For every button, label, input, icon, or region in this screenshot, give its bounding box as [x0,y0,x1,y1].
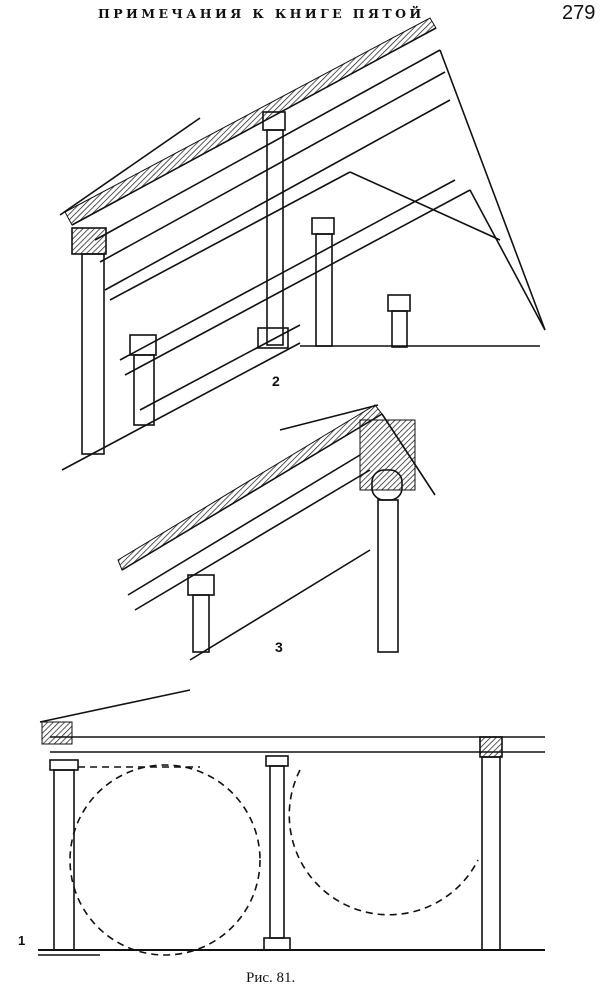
figure-1-elevation [38,689,545,956]
page-number: 279 [562,2,596,24]
figure-3-perspective-corner [117,404,436,661]
figure-3-label: 3 [275,639,283,655]
figure-1-label: 1 [18,933,25,948]
figure-2-label: 2 [272,373,280,389]
figure-2-perspective-colonnade [59,17,546,471]
running-header: ПРИМЕЧАНИЯ К КНИГЕ ПЯТОЙ [98,6,425,21]
figure-caption: Рис. 81. [246,970,296,986]
